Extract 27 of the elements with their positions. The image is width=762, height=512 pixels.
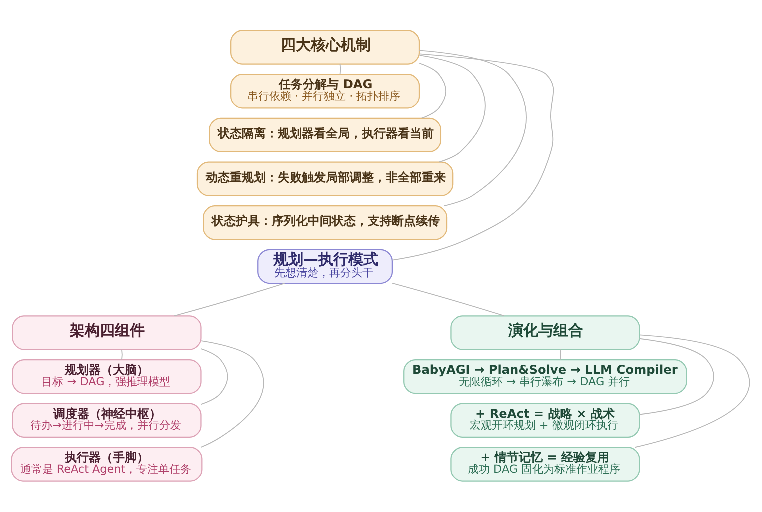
node-box: 四大核心机制	[230, 30, 420, 65]
connector	[392, 282, 505, 317]
node-box: 状态隔离：规划器看全局，执行器看当前	[209, 118, 442, 153]
node-box: 动态重规划：失败触发局部调整，非全部重来	[196, 162, 454, 196]
node-box: 状态护具：序列化中间状态，支持断点续传	[203, 206, 448, 240]
connector	[392, 54, 554, 261]
node-box: + ReAct = 战略 × 战术 宏观开环规划 + 微观闭环执行	[450, 403, 640, 438]
node-box: 演化与组合	[450, 316, 640, 350]
connector	[419, 63, 447, 119]
node-box: 架构四组件	[12, 316, 202, 350]
connector	[634, 334, 750, 448]
connector	[419, 55, 486, 163]
node-box: 规划—执行模式 先想清楚，再分头干	[258, 249, 393, 284]
connector	[122, 349, 123, 360]
node-box: 调度器（神经中枢） 待办→进行中→完成，并行分发	[12, 403, 202, 438]
connector	[639, 338, 715, 416]
connector	[174, 283, 286, 317]
node-box: 规划器（大脑） 目标 → DAG，强推理模型	[12, 359, 202, 394]
node-box: + 情节记忆 = 经验复用 成功 DAG 固化为标准作业程序	[450, 447, 640, 482]
node-box: 任务分解与 DAG 串行依赖 · 并行独立 · 拓扑排序	[230, 74, 420, 109]
node-box: 执行器（手脚） 通常是 ReAct Agent，专注单任务	[11, 447, 203, 482]
connector	[419, 50, 527, 206]
connector	[200, 340, 264, 448]
connector	[560, 349, 562, 360]
connector	[340, 64, 342, 75]
node-box: BabyAGI → Plan&Solve → LLM Compiler 无限循环 → 串行瀑布 → DAG 并行	[404, 359, 688, 394]
connector	[200, 348, 228, 406]
